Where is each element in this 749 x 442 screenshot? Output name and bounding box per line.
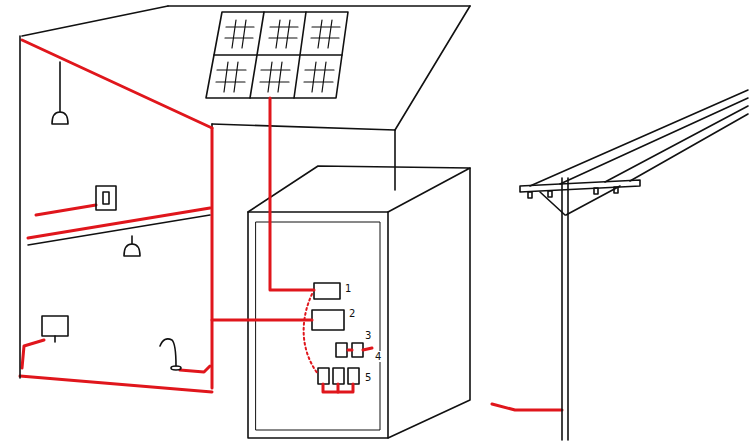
appliances xyxy=(20,36,181,378)
utility-pole xyxy=(520,90,748,440)
callout-number: 5 xyxy=(364,372,372,383)
solar-panel xyxy=(206,12,348,98)
callout-number: 2 xyxy=(348,308,356,319)
cabinet xyxy=(248,166,470,438)
callout-number: 1 xyxy=(344,283,352,294)
callout-number: 4 xyxy=(374,351,382,362)
callout-number: 3 xyxy=(364,330,372,341)
